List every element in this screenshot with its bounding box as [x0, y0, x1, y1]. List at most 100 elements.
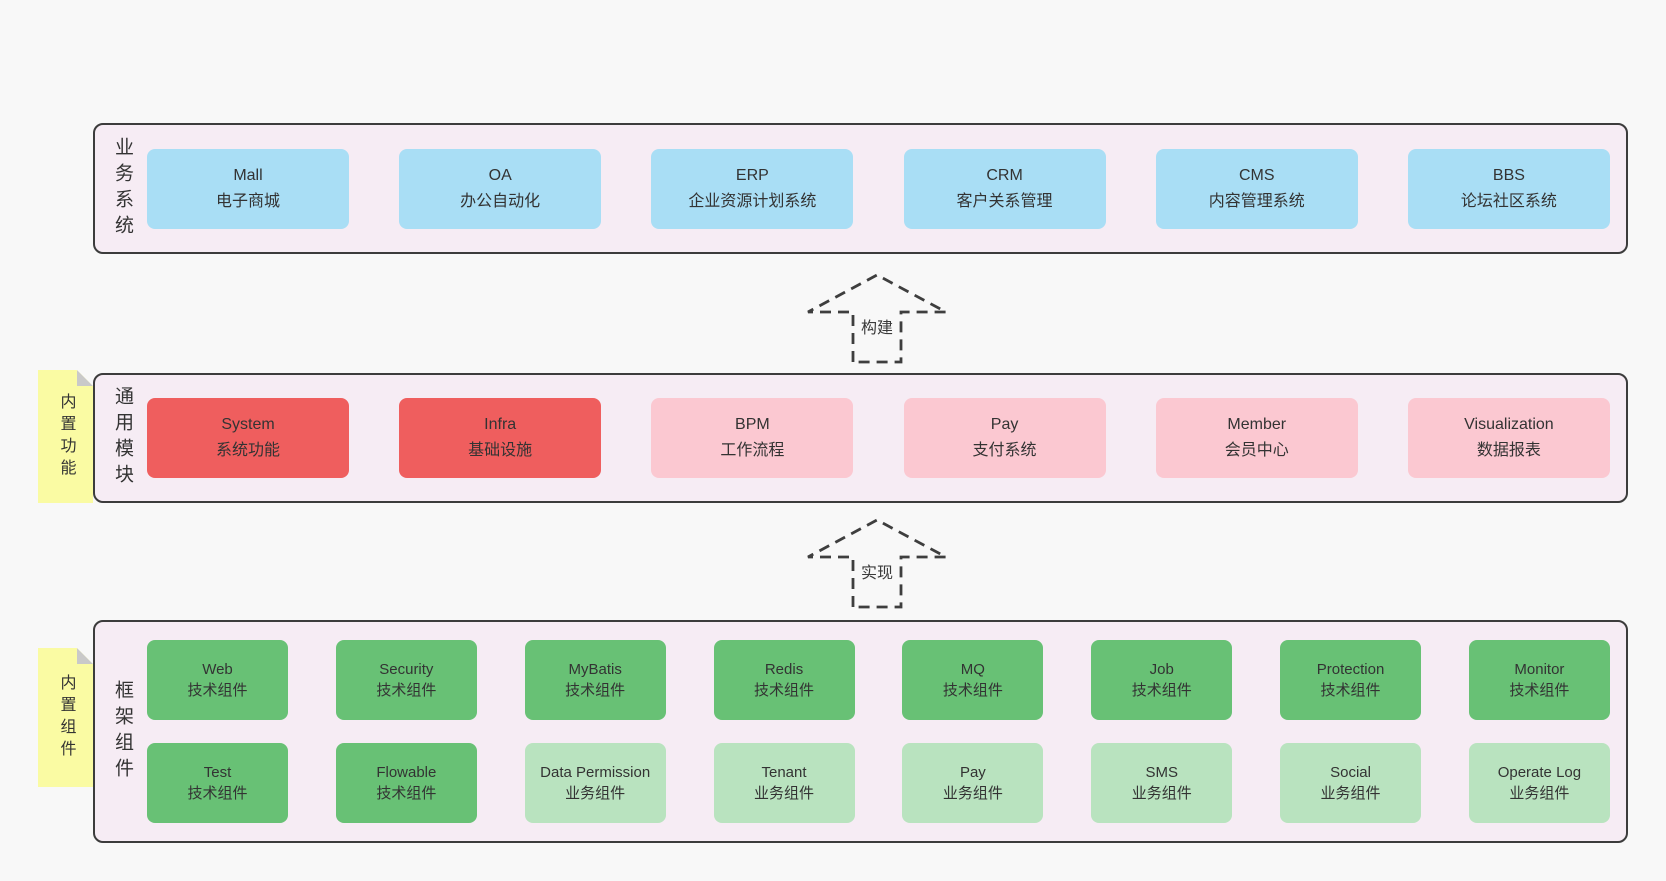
box-title: BBS [1492, 166, 1525, 184]
box-title: Job [1149, 661, 1174, 678]
sticky-note-label: 内置功能 [57, 392, 75, 481]
box-title: Operate Log [1497, 764, 1582, 781]
box-subtitle: 支付系统 [972, 442, 1037, 459]
component-box-protection: Protection 技术组件 [1280, 640, 1422, 720]
box-title: Pay [990, 416, 1019, 433]
box-subtitle: 企业资源计划系统 [688, 192, 817, 210]
box-subtitle: 技术组件 [565, 682, 626, 699]
box-subtitle: 业务组件 [1509, 785, 1570, 802]
layer-panel-business-systems: 业务系统 Mall 电子商城 OA 办公自动化 ERP 企业资源计划系统 CRM 客户关系管理… [93, 123, 1628, 254]
box-subtitle: 办公自动化 [460, 192, 541, 210]
component-box-operate-log: Operate Log 业务组件 [1468, 743, 1610, 823]
component-box-social: Social 业务组件 [1280, 743, 1422, 823]
box-title: CMS [1238, 166, 1275, 184]
component-box-pay: Pay 支付系统 [903, 398, 1106, 478]
component-box-tenant: Tenant 业务组件 [713, 743, 855, 823]
sticky-note-builtin-components: 内置组件 [38, 648, 93, 787]
box-title: SMS [1145, 764, 1178, 781]
component-box-redis: Redis 技术组件 [713, 640, 855, 720]
box-subtitle: 技术组件 [1320, 682, 1381, 699]
box-subtitle: 电子商城 [215, 192, 280, 210]
component-box-bbs: BBS 论坛社区系统 [1407, 148, 1610, 229]
component-box-oa: OA 办公自动化 [399, 148, 602, 229]
layer-content-business-systems: Mall 电子商城 OA 办公自动化 ERP 企业资源计划系统 CRM 客户关系管理 CMS 内容… [147, 125, 1610, 252]
component-box-security: Security 技术组件 [335, 640, 477, 720]
note-fold-corner [77, 648, 93, 664]
box-subtitle: 技术组件 [754, 682, 815, 699]
component-box-crm: CRM 客户关系管理 [903, 148, 1106, 229]
box-title: CRM [986, 166, 1023, 184]
box-subtitle: 技术组件 [187, 682, 248, 699]
box-subtitle: 系统功能 [215, 442, 280, 459]
box-title: Flowable [376, 764, 437, 781]
component-box-erp: ERP 企业资源计划系统 [651, 148, 854, 229]
box-subtitle: 业务组件 [1320, 785, 1381, 802]
sticky-note-label: 内置组件 [57, 673, 75, 762]
box-subtitle: 论坛社区系统 [1460, 192, 1557, 210]
box-subtitle: 技术组件 [1509, 682, 1570, 699]
box-title: Redis [764, 661, 804, 678]
layer-panel-common-modules: 通用模块 System 系统功能 Infra 基础设施 BPM 工作流程 Pay 支付系统 Me… [93, 373, 1628, 503]
box-title: Pay [959, 764, 986, 781]
component-box-sms: SMS 业务组件 [1091, 743, 1233, 823]
implement-arrow-label: 实现 [856, 557, 898, 585]
box-subtitle: 技术组件 [376, 785, 437, 802]
component-box-mybatis: MyBatis 技术组件 [524, 640, 666, 720]
box-title: Data Permission [540, 764, 651, 781]
component-box-job: Job 技术组件 [1091, 640, 1233, 720]
box-title: Tenant [761, 764, 807, 781]
box-title: Test [203, 764, 232, 781]
component-box-flowable: Flowable 技术组件 [335, 743, 477, 823]
component-box-data-permission: Data Permission 业务组件 [524, 743, 666, 823]
box-row: Mall 电子商城 OA 办公自动化 ERP 企业资源计划系统 CRM 客户关系管理 CMS 内容… [147, 148, 1610, 229]
component-box-mall: Mall 电子商城 [147, 148, 349, 229]
layer-label-common-modules: 通用模块 [112, 386, 133, 490]
box-subtitle: 技术组件 [376, 682, 437, 699]
dashed-up-arrow-icon [807, 518, 947, 609]
sticky-note-builtin-features: 内置功能 [38, 370, 93, 503]
box-subtitle: 业务组件 [754, 785, 815, 802]
box-subtitle: 技术组件 [187, 785, 248, 802]
component-box-visualization: Visualization 数据报表 [1407, 398, 1610, 478]
box-subtitle: 内容管理系统 [1208, 192, 1305, 210]
component-box-system: System 系统功能 [147, 398, 349, 478]
box-title: Protection [1316, 661, 1385, 678]
component-box-bpm: BPM 工作流程 [651, 398, 854, 478]
box-title: ERP [735, 166, 769, 184]
box-title: MQ [960, 661, 985, 678]
box-title: BPM [735, 416, 770, 433]
box-subtitle: 业务组件 [1131, 785, 1192, 802]
box-title: Visualization [1464, 416, 1554, 433]
box-subtitle: 技术组件 [1131, 682, 1192, 699]
box-subtitle: 业务组件 [565, 785, 626, 802]
box-title: Social [1330, 764, 1371, 781]
box-title: OA [488, 166, 512, 184]
component-box-test: Test 技术组件 [147, 743, 288, 823]
box-title: Mall [233, 166, 263, 184]
box-subtitle: 客户关系管理 [956, 192, 1053, 210]
dashed-up-arrow-icon [807, 273, 947, 364]
note-fold-corner [77, 370, 93, 386]
build-arrow: 构建 [802, 272, 952, 364]
layer-label-business-systems: 业务系统 [112, 136, 133, 241]
implement-arrow: 实现 [802, 517, 952, 609]
box-subtitle: 基础设施 [468, 442, 533, 459]
box-subtitle: 工作流程 [720, 442, 785, 459]
box-subtitle: 数据报表 [1476, 442, 1541, 459]
build-arrow-label: 构建 [856, 312, 898, 340]
box-title: MyBatis [568, 661, 622, 678]
box-title: Security [379, 661, 434, 678]
box-title: Infra [484, 416, 517, 433]
box-title: System [221, 416, 275, 433]
